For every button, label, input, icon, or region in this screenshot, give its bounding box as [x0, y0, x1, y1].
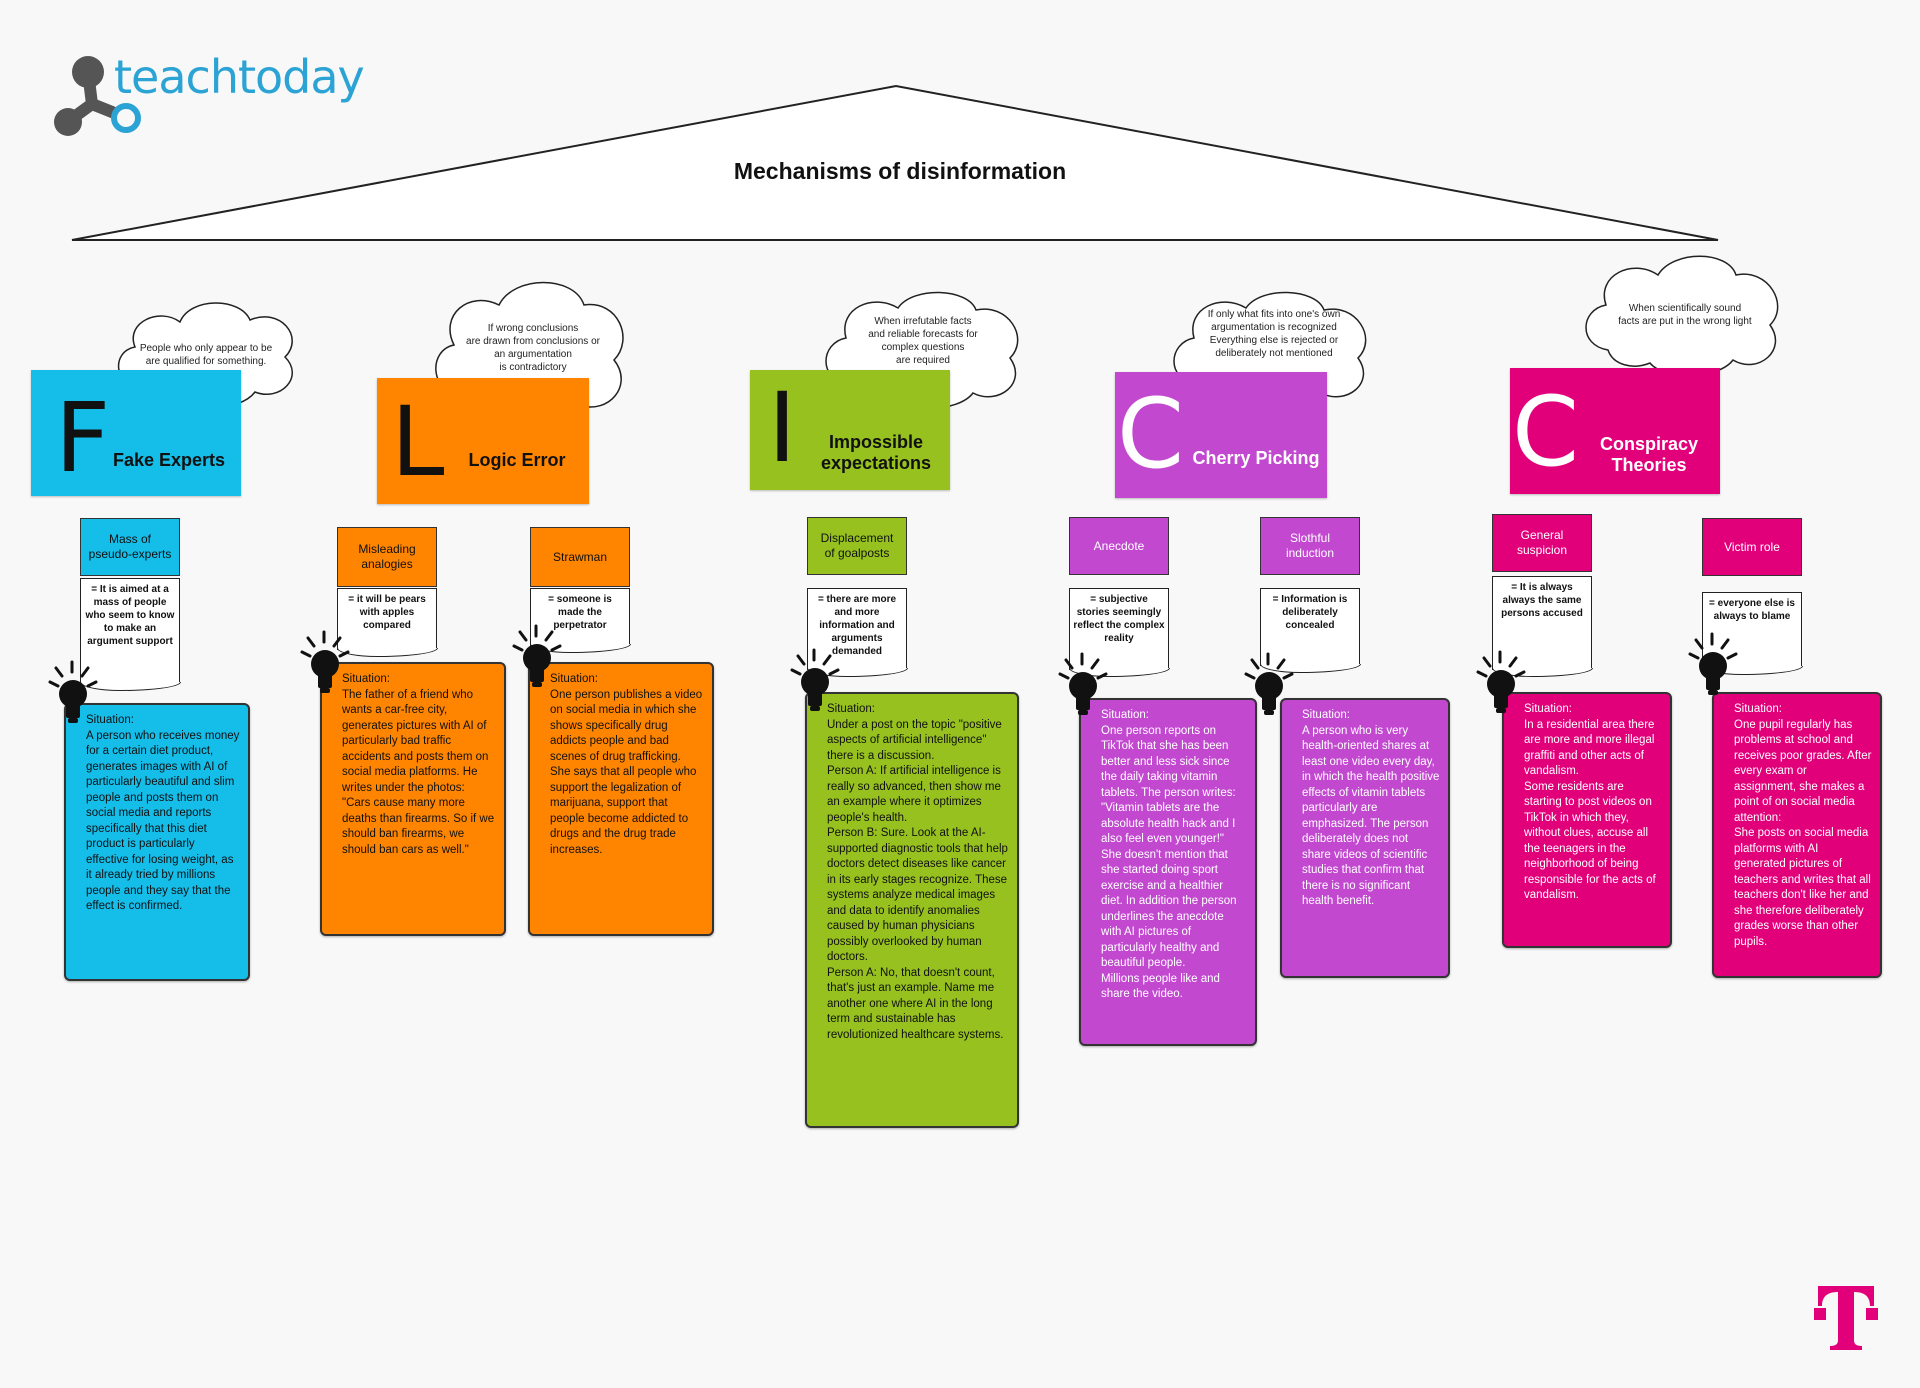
lightbulb-icon: [1058, 652, 1108, 715]
lightbulb-icon: [1476, 650, 1526, 713]
header-logic-error: L Logic Error: [377, 378, 589, 504]
header-fake-experts: F Fake Experts: [31, 370, 241, 496]
cloud-text-cherry: If only what fits into one's own argumen…: [1207, 309, 1341, 359]
lightbulb-icon: [300, 630, 350, 693]
header-label: Fake Experts: [112, 450, 226, 470]
header-letter: C: [1512, 376, 1580, 488]
logo-icon: [54, 56, 141, 136]
situation-box-misleading-analogies: Situation: The father of a friend who wa…: [320, 662, 506, 936]
sub-label-victim-role: Victim role: [1702, 518, 1802, 576]
cloud-text-fake-experts: People who only appear to be are qualifi…: [139, 343, 273, 367]
sub-label-misleading-analogies: Misleading analogies: [337, 527, 437, 587]
sub-label-slothful-induction: Slothful induction: [1260, 517, 1360, 575]
roof-triangle: [71, 84, 1719, 241]
header-label: Cherry Picking: [1192, 448, 1320, 468]
sub-label-goalposts: Displacement of goalposts: [807, 517, 907, 575]
header-letter: I: [768, 372, 797, 484]
definition-note-general-suspicion: = It is always always the same persons a…: [1491, 576, 1593, 677]
lightbulb-icon: [1688, 632, 1738, 695]
header-label: Conspiracy Theories: [1599, 434, 1699, 475]
header-cherry: C Cherry Picking: [1115, 372, 1327, 498]
lightbulb-icon: [1244, 652, 1294, 715]
definition-note-slothful-induction: = Information is deliberately concealed: [1259, 588, 1361, 673]
situation-box-victim-role: Situation: One pupil regularly has probl…: [1712, 692, 1882, 978]
definition-note-misleading-analogies: = it will be pears with apples compared: [336, 588, 438, 657]
header-label: Logic Error: [468, 450, 566, 470]
brand-logo-text: teachtoday: [114, 50, 365, 104]
header-letter: C: [1117, 378, 1185, 490]
header-conspiracy: C Conspiracy Theories: [1510, 368, 1720, 494]
situation-box-mass-pseudo-experts: Situation: A person who receives money f…: [64, 703, 250, 981]
cloud-text-conspiracy: When scientifically sound facts are put …: [1618, 303, 1752, 327]
cloud-text-logic-error: If wrong conclusions are drawn from conc…: [466, 323, 600, 373]
definition-note-goalposts: = there are more and more information an…: [806, 588, 908, 677]
header-letter: L: [391, 386, 445, 498]
sub-label-strawman: Strawman: [530, 527, 630, 587]
situation-box-slothful-induction: Situation: A person who is very health-o…: [1280, 698, 1450, 978]
header-label: Impossible expectations: [820, 432, 932, 473]
situation-box-goalposts: Situation: Under a post on the topic "po…: [805, 692, 1019, 1128]
sub-label-mass-pseudo-experts: Mass of pseudo-experts: [80, 518, 180, 576]
header-impossible: I Impossible expectations: [750, 370, 950, 490]
sub-label-general-suspicion: General suspicion: [1492, 514, 1592, 572]
lightbulb-icon: [48, 660, 98, 723]
header-letter: F: [55, 382, 111, 494]
situation-box-general-suspicion: Situation: In a residential area there a…: [1502, 692, 1672, 948]
definition-note-strawman: = someone is made the perpetrator: [529, 588, 631, 653]
definition-note-anecdote: = subjective stories seemingly reflect t…: [1068, 588, 1170, 677]
sub-label-anecdote: Anecdote: [1069, 517, 1169, 575]
lightbulb-icon: [790, 648, 840, 711]
lightbulb-icon: [512, 624, 562, 687]
telekom-logo-icon: [1814, 1286, 1878, 1350]
definition-note-mass-pseudo-experts: = It is aimed at a mass of people who se…: [79, 578, 181, 691]
cloud-text-impossible: When irrefutable facts and reliable fore…: [868, 316, 978, 366]
page-title: Mechanisms of disinformation: [733, 158, 1067, 184]
situation-box-strawman: Situation: One person publishes a video …: [528, 662, 714, 936]
situation-box-anecdote: Situation: One person reports on TikTok …: [1079, 698, 1257, 1046]
